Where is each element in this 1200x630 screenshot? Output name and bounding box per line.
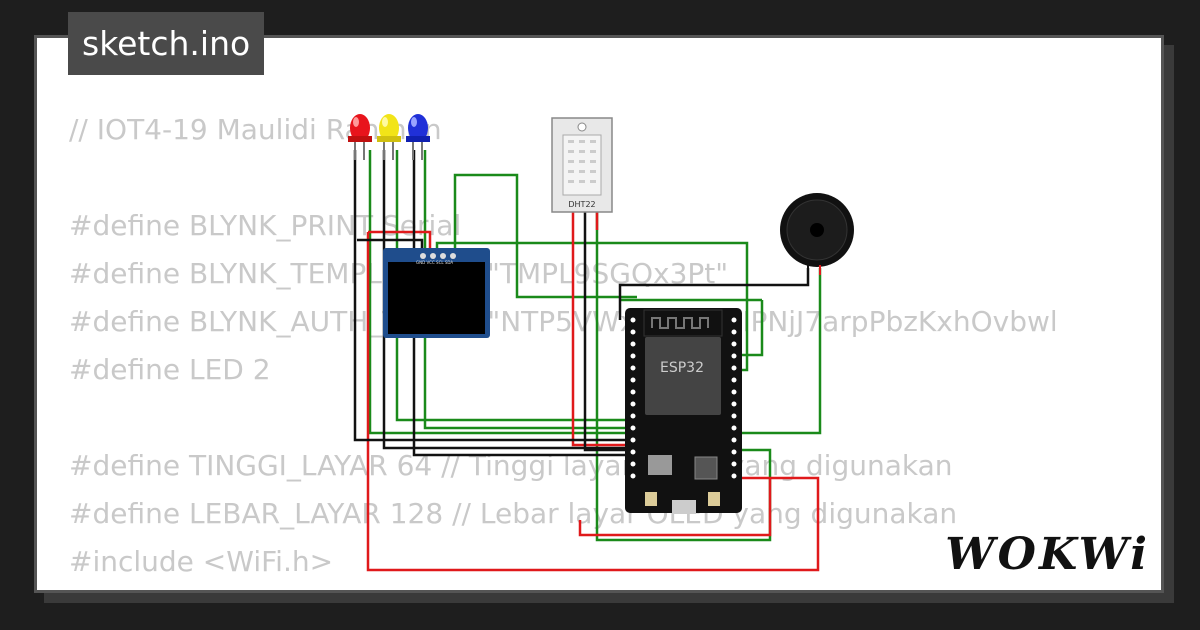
wokwi-logo: WOKWi bbox=[945, 529, 1150, 580]
code-line: #include <WiFi.h> bbox=[69, 545, 334, 578]
code-line: #define BLYNK_PRINT Serial bbox=[69, 209, 462, 242]
led-red bbox=[348, 114, 372, 160]
led-blue bbox=[406, 114, 430, 160]
file-title: sketch.ino bbox=[68, 12, 265, 75]
oled-display: GND VCC SCL SDA bbox=[383, 248, 490, 338]
oled-pin-labels: GND VCC SCL SDA bbox=[416, 260, 453, 265]
code-line: #define LEBAR_LAYAR 128 // Lebar layar O… bbox=[69, 497, 958, 530]
buzzer bbox=[780, 193, 854, 275]
dht22-label: DHT22 bbox=[568, 200, 595, 209]
wires bbox=[353, 150, 822, 572]
esp32-label: ESP32 bbox=[660, 360, 704, 376]
esp32-board: ESP32 bbox=[625, 308, 742, 514]
code-line: #define LED 2 bbox=[69, 353, 271, 386]
led-yellow bbox=[377, 114, 401, 160]
dht22-sensor: DHT22 bbox=[551, 117, 613, 213]
